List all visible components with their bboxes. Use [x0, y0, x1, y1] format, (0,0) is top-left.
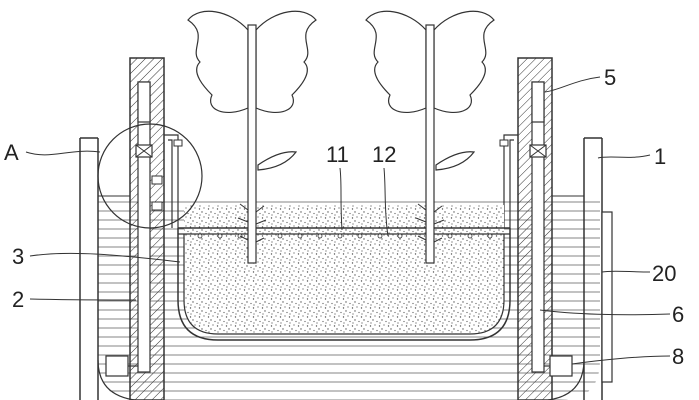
- label-3: 3: [12, 244, 24, 269]
- planting-basin: [177, 205, 511, 341]
- label-20: 20: [652, 261, 676, 286]
- label-A: A: [4, 140, 19, 165]
- plant-left: [187, 10, 317, 264]
- label-1: 1: [654, 144, 666, 169]
- side-box-20: [601, 211, 613, 383]
- label-8: 8: [672, 344, 684, 369]
- soil-region: [184, 205, 504, 334]
- right-support: [499, 57, 573, 400]
- left-support: [105, 57, 183, 400]
- label-6: 6: [672, 302, 684, 327]
- label-11: 11: [326, 142, 349, 167]
- aeration-holes: [197, 233, 493, 239]
- label-12: 12: [372, 142, 396, 167]
- label-5: 5: [604, 65, 616, 90]
- leader-lines: [25, 76, 671, 365]
- label-2: 2: [12, 287, 24, 312]
- detail-circle-a: [97, 123, 203, 229]
- block-8: [549, 355, 573, 377]
- plant-right: [365, 10, 495, 264]
